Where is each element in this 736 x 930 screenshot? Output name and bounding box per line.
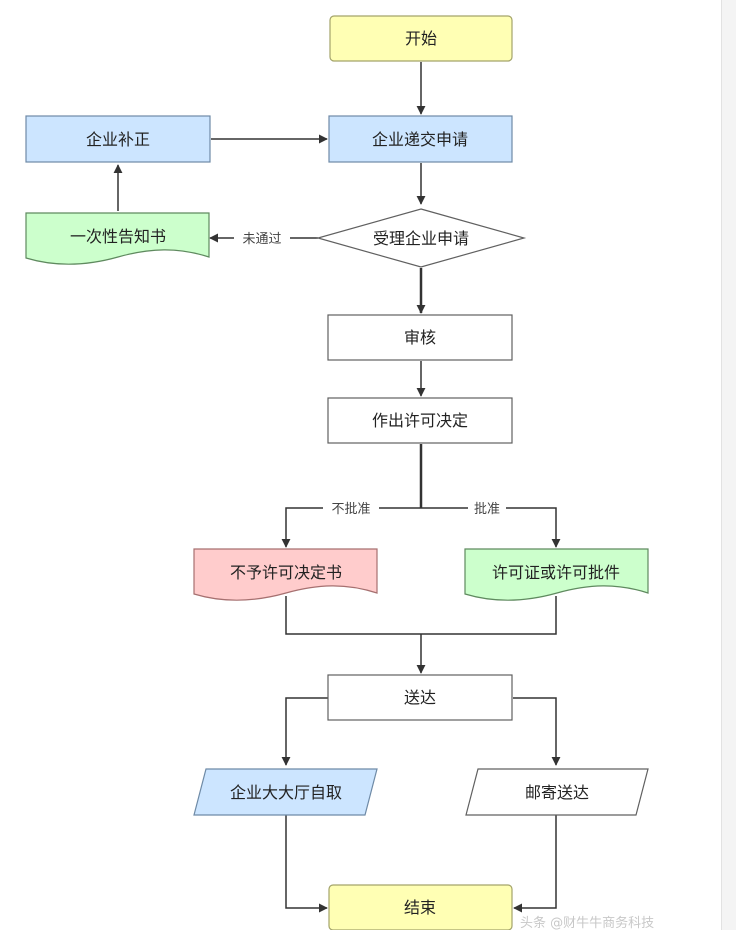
node-self-pickup-label: 企业大大厅自取 bbox=[230, 783, 342, 802]
node-start: 开始 bbox=[329, 15, 513, 62]
label-approved: 批准 bbox=[474, 502, 500, 517]
node-refusal: 不予许可决定书 bbox=[193, 548, 378, 601]
connectors bbox=[113, 62, 561, 913]
node-notice: 一次性告知书 bbox=[25, 212, 210, 265]
node-deliver: 送达 bbox=[327, 674, 513, 721]
node-refusal-label: 不予许可决定书 bbox=[230, 563, 342, 582]
node-start-label: 开始 bbox=[405, 29, 437, 48]
watermark: 头条 @财牛牛商务科技 bbox=[520, 916, 655, 930]
edge-decision-to-permit bbox=[421, 507, 561, 548]
node-submit-label: 企业递交申请 bbox=[372, 130, 468, 149]
edge-mail-to-end bbox=[513, 815, 557, 913]
node-permit-label: 许可证或许可批件 bbox=[492, 563, 620, 582]
node-permit: 许可证或许可批件 bbox=[464, 548, 649, 601]
label-not-passed: 未通过 bbox=[242, 232, 281, 247]
node-correction: 企业补正 bbox=[25, 115, 211, 163]
node-mail-label: 邮寄送达 bbox=[525, 783, 589, 802]
node-submit: 企业递交申请 bbox=[328, 115, 513, 163]
node-notice-label: 一次性告知书 bbox=[70, 227, 166, 246]
node-mail: 邮寄送达 bbox=[465, 768, 649, 816]
edge-deliver-to-self-pickup bbox=[281, 697, 328, 766]
node-review-label: 审核 bbox=[404, 328, 436, 347]
node-accept: 受理企业申请 bbox=[315, 208, 527, 268]
node-end: 结束 bbox=[328, 884, 513, 930]
edge-refusal-to-merge bbox=[285, 596, 421, 635]
label-not-approved: 不批准 bbox=[331, 502, 370, 517]
edge-deliver-to-mail bbox=[513, 697, 561, 766]
node-deliver-label: 送达 bbox=[404, 688, 436, 707]
node-accept-label: 受理企业申请 bbox=[373, 229, 469, 248]
edge-self-pickup-to-end bbox=[285, 815, 328, 913]
edge-permit-to-merge bbox=[421, 596, 557, 635]
node-end-label: 结束 bbox=[404, 898, 436, 917]
edge-labels: 未通过 不批准 批准 bbox=[234, 230, 506, 518]
node-decision: 作出许可决定 bbox=[327, 397, 513, 444]
node-review: 审核 bbox=[327, 314, 513, 361]
page-scroll-edge bbox=[721, 0, 736, 930]
node-decision-label: 作出许可决定 bbox=[372, 411, 468, 430]
node-correction-label: 企业补正 bbox=[86, 130, 150, 149]
node-self-pickup: 企业大大厅自取 bbox=[193, 768, 378, 816]
